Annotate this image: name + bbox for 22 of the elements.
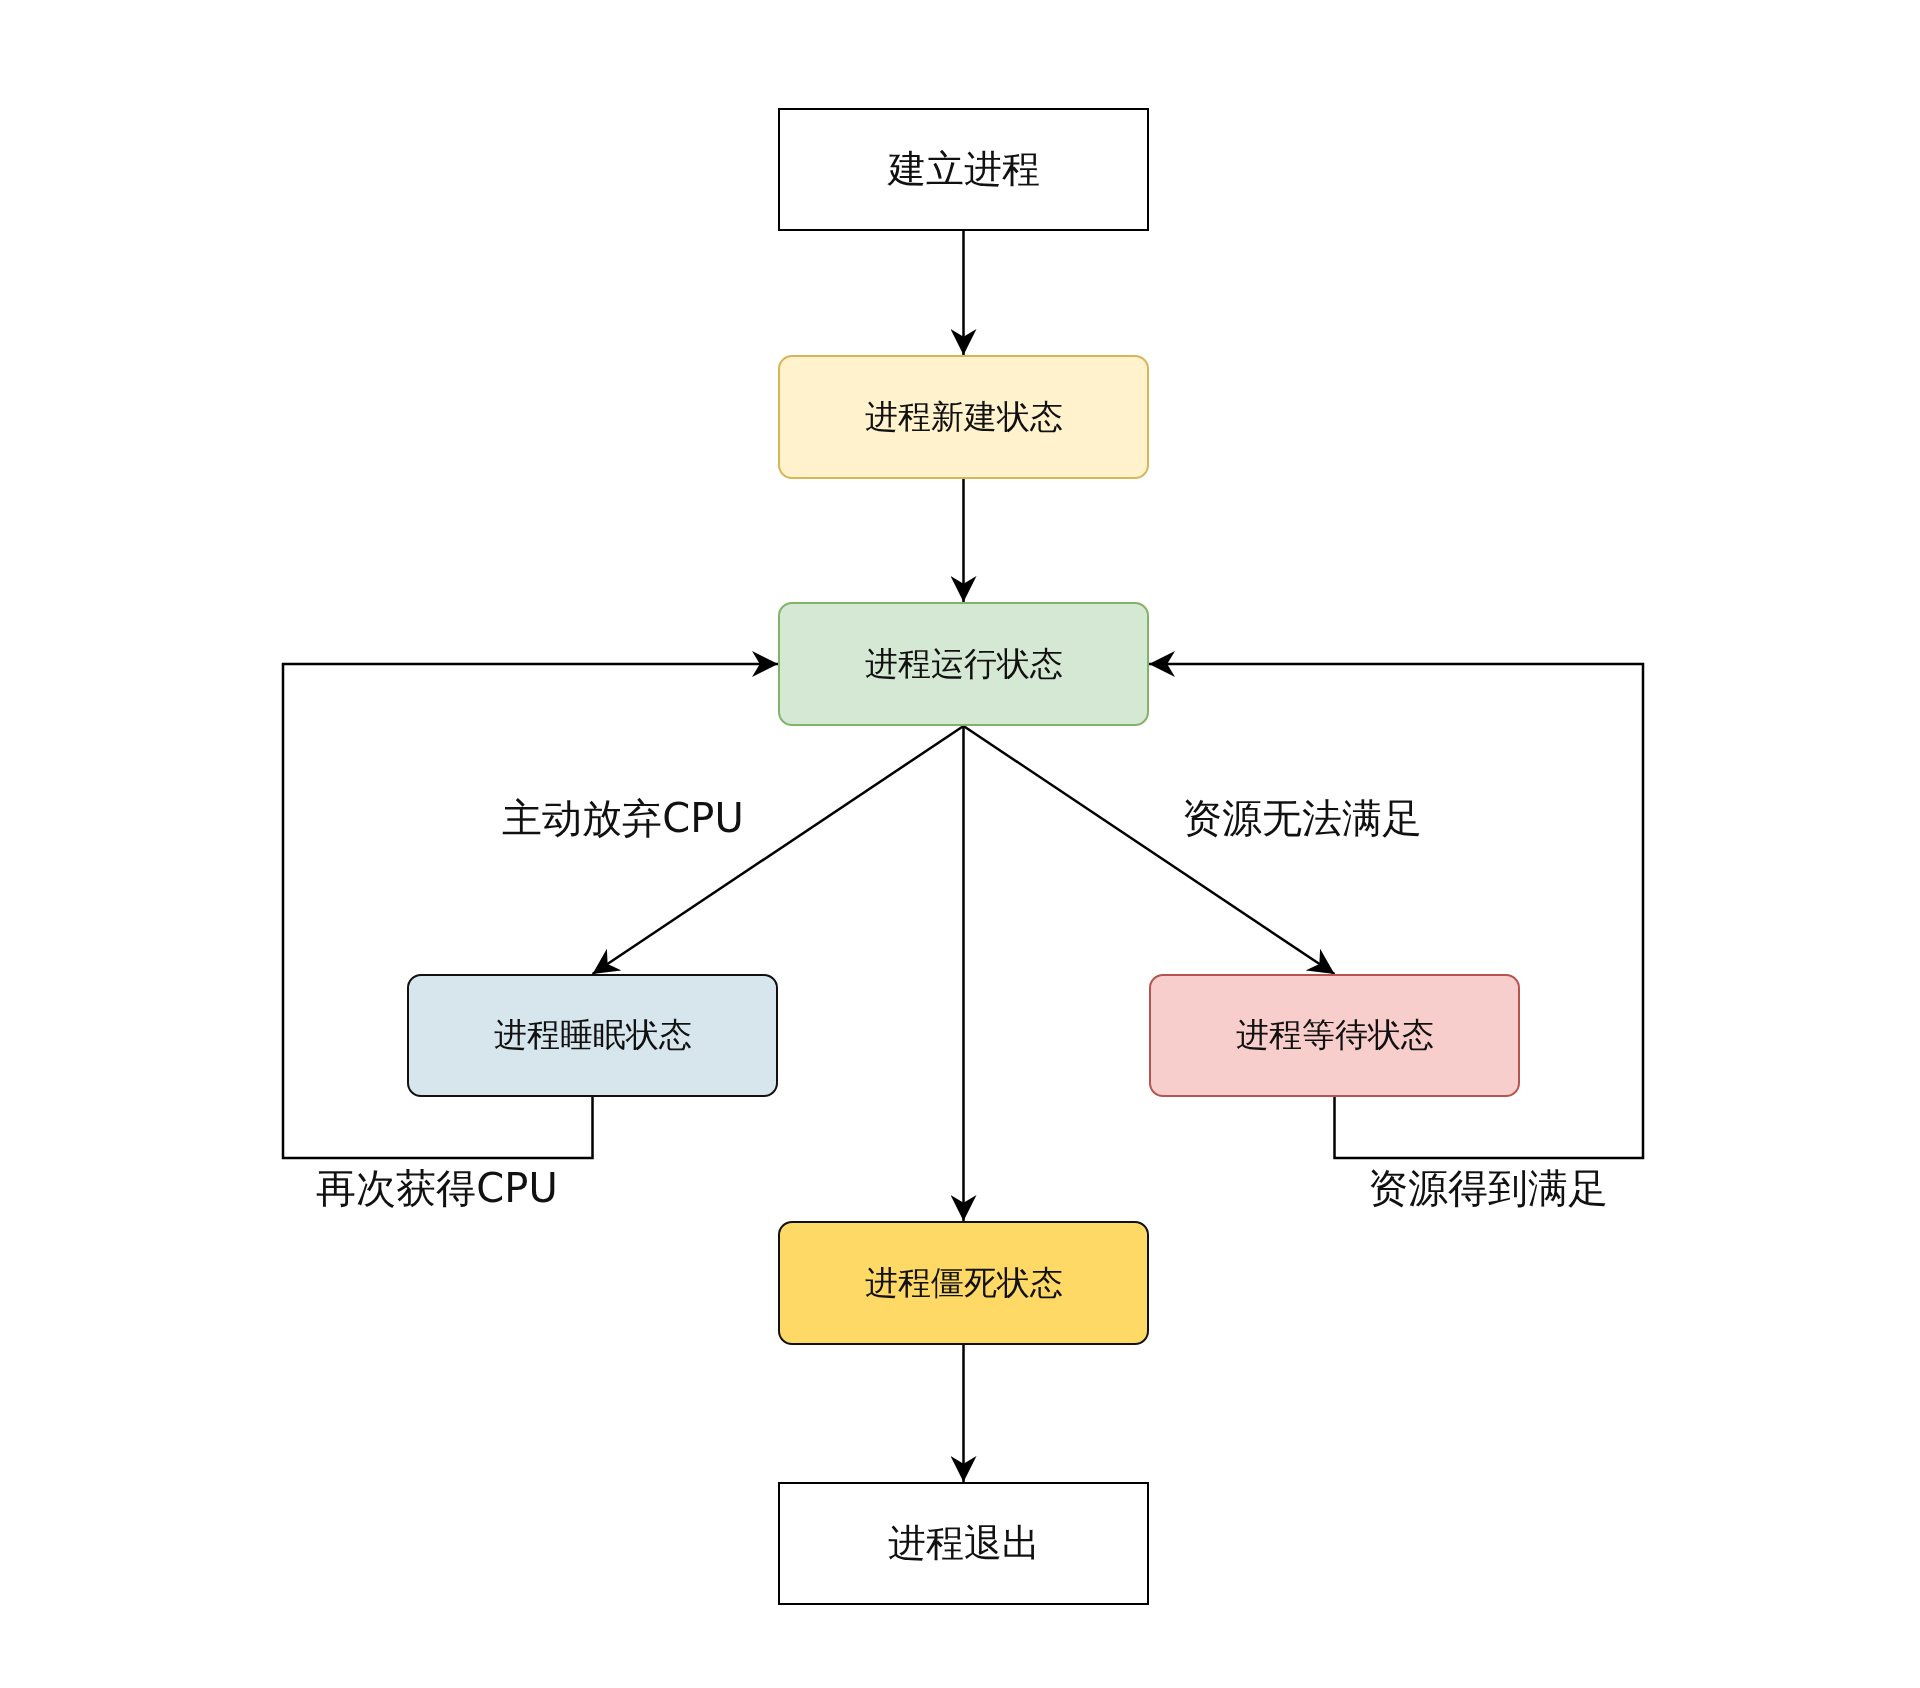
- node-label: 进程等待状态: [1235, 1014, 1434, 1056]
- arrow: [950, 479, 977, 602]
- arrow: [950, 231, 977, 355]
- arrow: [281, 651, 778, 1160]
- node-label: 进程新建状态: [864, 395, 1063, 438]
- process-box: [778, 1482, 1149, 1605]
- state-box: [407, 974, 778, 1097]
- arrow: [1149, 651, 1645, 1160]
- state-box: [778, 1221, 1149, 1345]
- arrow: [950, 726, 977, 1221]
- state-box: [778, 355, 1149, 479]
- node-label: 进程运行状态: [864, 642, 1063, 685]
- arrow: [591, 724, 965, 976]
- node-label: 进程睡眠状态: [493, 1014, 692, 1056]
- state-box: [1149, 974, 1520, 1097]
- arrow: [962, 724, 1336, 976]
- state-box: [778, 602, 1149, 726]
- node-label: 进程僵死状态: [864, 1261, 1063, 1304]
- arrow: [950, 1345, 977, 1482]
- node-label: 建立进程: [887, 146, 1040, 193]
- process-box: [778, 108, 1149, 231]
- node-label: 进程退出: [887, 1520, 1040, 1567]
